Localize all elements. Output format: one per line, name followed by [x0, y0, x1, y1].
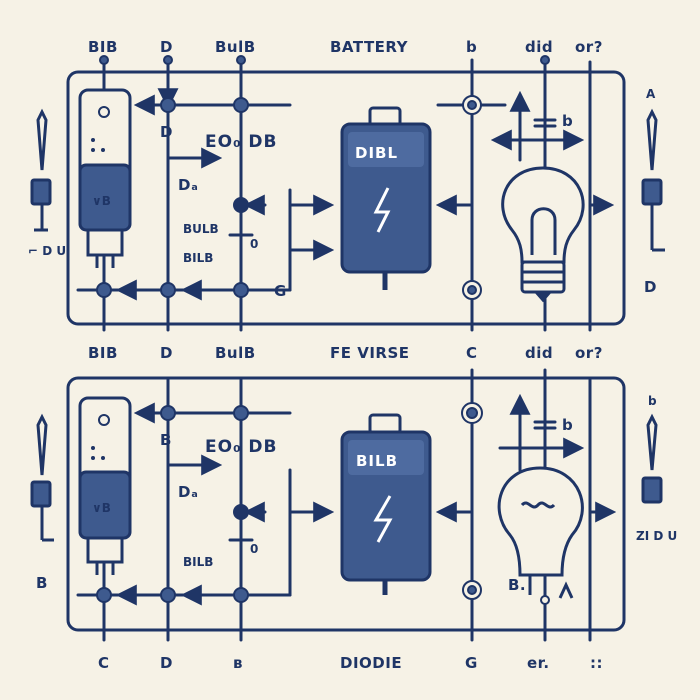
bottom-bilb-label: BILB [183, 555, 213, 569]
top-left-node-d-label: D [160, 123, 173, 141]
top-right-margin-decor [641, 108, 665, 252]
top-junction-nodes [96, 55, 550, 300]
top-bilb-label: BILB [183, 251, 213, 265]
footer-col-1-label: C [98, 654, 110, 672]
top-bulb-b-label: b [562, 112, 573, 130]
bottom-junction-nodes [96, 402, 550, 605]
footer-title: DIODIE [340, 654, 402, 672]
top-plug-text: ∨B [92, 194, 111, 208]
top-left-margin-decor [30, 108, 52, 232]
top-col-3-label: BulB [215, 38, 256, 56]
lightning-icon [373, 187, 391, 233]
usb-plug-icon [78, 396, 132, 575]
footer-col-7-label: :: [590, 654, 603, 672]
top-g-node-label: G [274, 282, 287, 300]
middle-col-3-label: BulB [215, 344, 256, 362]
middle-col-5-label: C [466, 344, 478, 362]
top-battery-text: DIBL [355, 144, 398, 162]
top-bulb-label: BULB [183, 222, 219, 236]
top-right-bottom-label: D [644, 278, 657, 296]
light-bulb-icon [497, 466, 584, 599]
battery-icon [340, 106, 432, 290]
footer-col-2-label: D [160, 654, 173, 672]
top-col-6-label: did [525, 38, 553, 56]
bottom-eo-db-label: EO₀ DB [205, 437, 278, 457]
middle-col-2-label: D [160, 344, 173, 362]
bottom-left-margin-decor [30, 413, 54, 542]
middle-col-1-label: BIB [88, 344, 118, 362]
bottom-circuit-frame [66, 376, 626, 632]
middle-title: FE VIRSE [330, 344, 410, 362]
footer-col-5-label: G [465, 654, 478, 672]
bottom-right-margin-text: ZI D U [636, 529, 677, 543]
bottom-zero-label: 0 [250, 542, 258, 556]
top-title: BATTERY [330, 38, 409, 56]
top-col-5-label: b [466, 38, 477, 56]
middle-col-6-label: did [525, 344, 553, 362]
battery-icon [340, 413, 432, 595]
top-eo-db-label: EO₀ DB [205, 132, 278, 152]
bottom-da-label: Dₐ [178, 483, 198, 501]
footer-col-3-label: в [233, 654, 243, 672]
bottom-bulb-b2-label: B. [508, 576, 526, 594]
top-col-7-label: or? [575, 38, 603, 56]
footer-col-6-label: er. [527, 654, 550, 672]
lightning-icon [373, 495, 393, 543]
top-left-margin-text: ⌐ D U [28, 244, 66, 258]
bottom-plug-text: ∨B [92, 501, 111, 515]
bottom-left-node-b-label: B [160, 431, 172, 449]
bottom-right-margin-decor [641, 413, 663, 504]
top-col-1-label: BIB [88, 38, 118, 56]
bottom-battery-text: BILB [356, 452, 398, 470]
top-right-top-label: A [646, 87, 656, 101]
usb-plug-icon [78, 88, 132, 268]
bottom-bulb-b-label: b [562, 416, 573, 434]
top-circuit-frame [66, 70, 626, 326]
top-col-2-label: D [160, 38, 173, 56]
top-zero-label: 0 [250, 237, 258, 251]
light-bulb-icon [501, 166, 585, 303]
middle-col-7-label: or? [575, 344, 603, 362]
bottom-left-margin-text: B [36, 574, 48, 592]
bottom-right-top-label: b [648, 394, 657, 408]
top-da-label: Dₐ [178, 176, 198, 194]
